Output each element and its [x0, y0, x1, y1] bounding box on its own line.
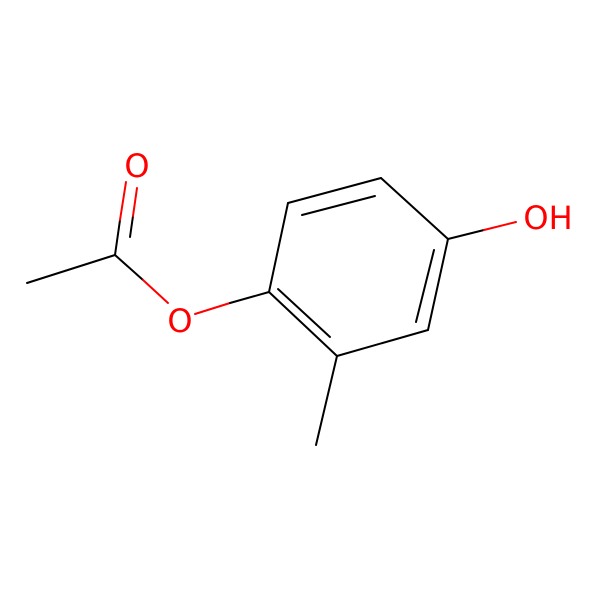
bond-carbonyl-ester-a	[114, 254, 144, 281]
carbonyl-oxygen-label: O	[124, 147, 149, 185]
bond-carbonyl-1b	[119, 181, 127, 221]
bond-ring-hydroxyl-b	[483, 221, 517, 231]
bond-carbonyl-1a	[114, 219, 121, 256]
bond-ring-methyl	[315, 355, 338, 446]
ring-bond-1	[268, 202, 289, 293]
ring-bond-4	[427, 238, 449, 331]
bond-ring-hydroxyl-a	[447, 229, 485, 240]
bond-ester-ring-a	[194, 302, 231, 315]
bond-carbonyl-ester-b	[142, 279, 169, 304]
ring-bond-4-inner	[415, 249, 435, 323]
bond-ester-ring-b	[229, 291, 270, 304]
ring-bond-2-inner	[301, 195, 376, 216]
bond-carbonyl-2a	[129, 215, 134, 238]
ring-bond-6	[268, 291, 338, 357]
hydroxyl-label: OH	[523, 199, 572, 237]
ring-bond-3	[380, 177, 449, 240]
bond-carbonyl-2b	[132, 187, 138, 217]
bond-acetyl-methyl	[26, 254, 116, 284]
ring-bond-5	[336, 329, 429, 357]
ring-bond-6-inner	[277, 288, 331, 338]
ring-bond-2	[287, 177, 382, 204]
ester-oxygen-label: O	[167, 302, 192, 340]
